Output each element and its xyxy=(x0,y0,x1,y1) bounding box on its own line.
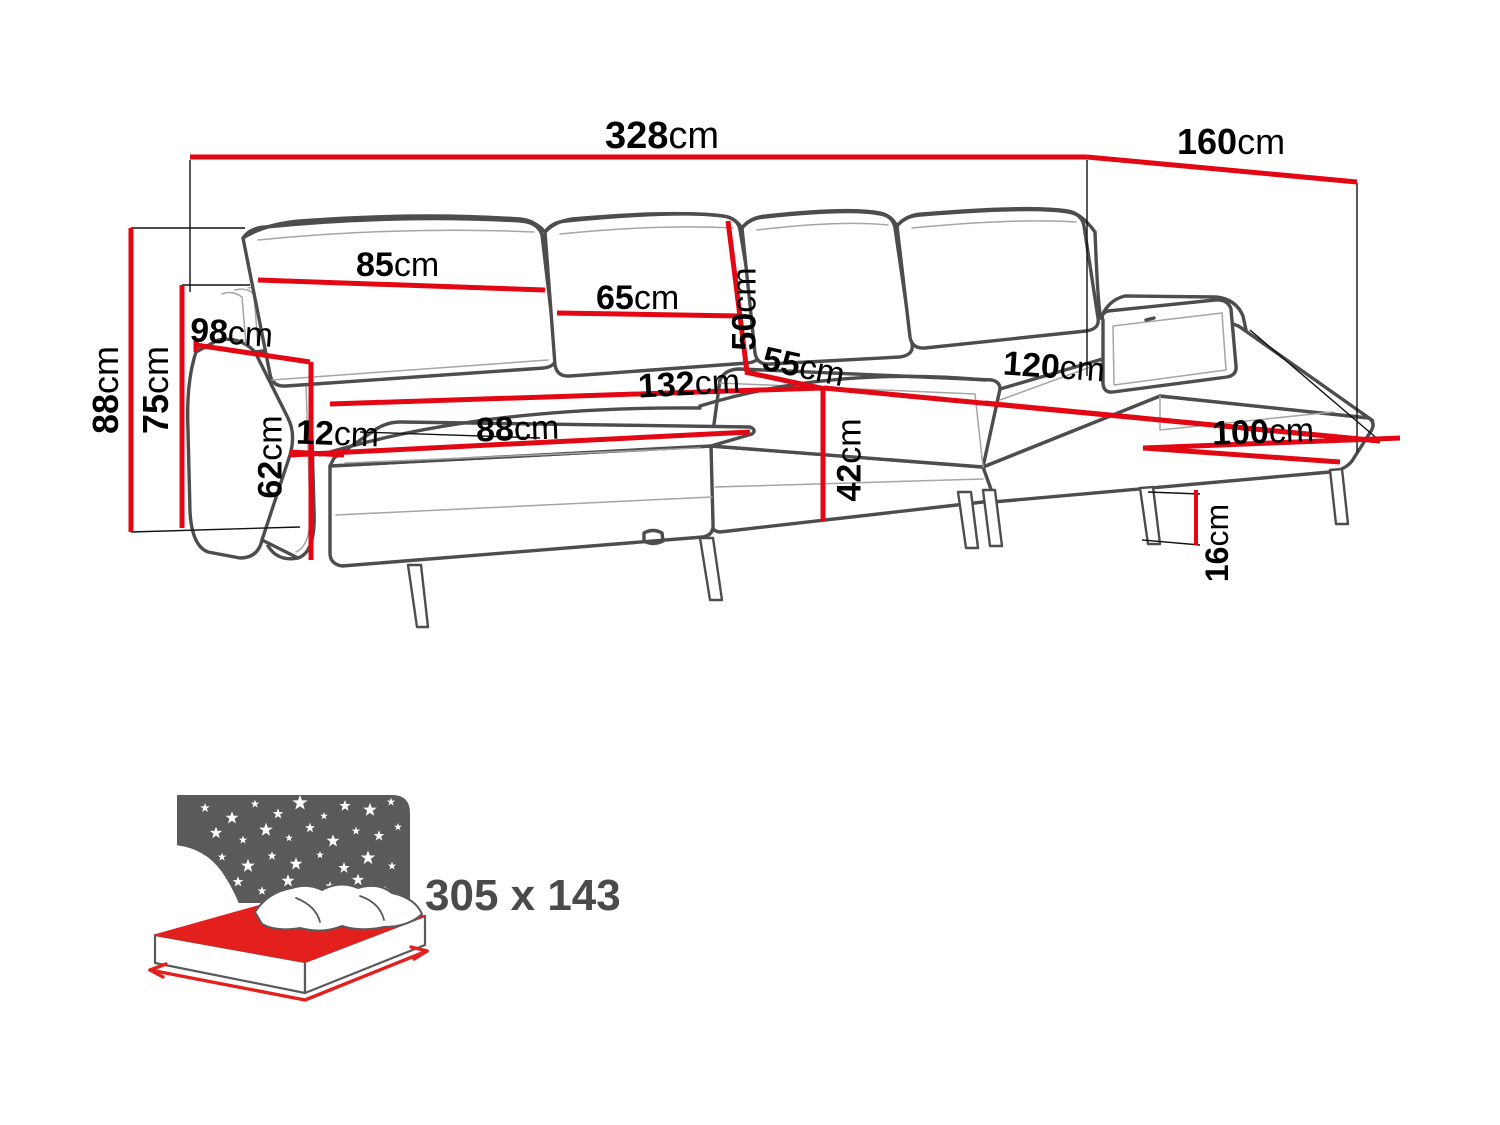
label-total-width-unit: cm xyxy=(668,115,720,157)
label-total-depth-unit: cm xyxy=(1237,121,1286,162)
middle-seat-top xyxy=(709,367,1002,469)
label-total-width-value: 328 xyxy=(605,115,669,157)
dim-line-85 xyxy=(257,277,546,293)
dim-line-98 xyxy=(195,342,311,365)
pillow-crease-2 xyxy=(359,895,385,921)
dim-line-100-b xyxy=(1142,445,1341,465)
sofa-center-foot xyxy=(642,528,665,546)
dim-line-120-b xyxy=(984,400,1381,444)
backrest-top-rail xyxy=(241,206,1097,240)
duvet-pillows xyxy=(254,883,423,932)
right-chaise-outline xyxy=(1099,294,1248,332)
ext-line-leg-right xyxy=(1147,491,1201,495)
dim-line-100 xyxy=(1142,435,1401,451)
mattress-dimension-arrows xyxy=(148,945,429,1002)
label-left-backrest-width-value: 85 xyxy=(356,246,394,284)
dim-line-55 xyxy=(744,369,826,392)
bed-mattress xyxy=(148,883,429,1002)
label-total-depth: 160cm xyxy=(1177,124,1285,160)
dim-line-65 xyxy=(556,310,741,319)
pillow-crease-1 xyxy=(295,897,321,923)
label-mid-backrest-width-unit: cm xyxy=(633,279,680,317)
label-mid-backrest-width: 65cm xyxy=(596,281,679,315)
sofa-leg-1 xyxy=(406,563,430,629)
dim-line-88-seat xyxy=(289,429,751,458)
ext-line-chaise-back xyxy=(1249,329,1381,442)
sofa-leg-5 xyxy=(1138,485,1162,546)
dim-line-50 xyxy=(725,220,750,373)
sofa-leg-6 xyxy=(1328,467,1350,526)
dim-line-132 xyxy=(329,385,823,407)
sofa-leg-3 xyxy=(956,490,980,550)
ext-line-12cm xyxy=(359,431,541,439)
sofa-leg-2 xyxy=(698,536,724,602)
label-left-backrest-width: 85cm xyxy=(356,248,439,282)
sofa-body xyxy=(186,206,1375,629)
label-total-width: 328cm xyxy=(605,117,719,155)
left-seat-cushion xyxy=(318,406,702,457)
left-armrest-outer xyxy=(186,337,295,560)
middle-seat-cushion xyxy=(698,374,987,408)
label-total-depth-value: 160 xyxy=(1177,121,1238,162)
sleeping-area-label: 305 x 143 xyxy=(425,871,621,920)
label-left-backrest-width-unit: cm xyxy=(393,246,440,284)
dim-line-160 xyxy=(1086,154,1358,185)
ext-line-leg-left xyxy=(1141,539,1201,546)
sofa-leg-4 xyxy=(981,488,1004,548)
label-mid-backrest-width-value: 65 xyxy=(596,279,634,317)
ext-line-bottom-left xyxy=(130,526,301,533)
